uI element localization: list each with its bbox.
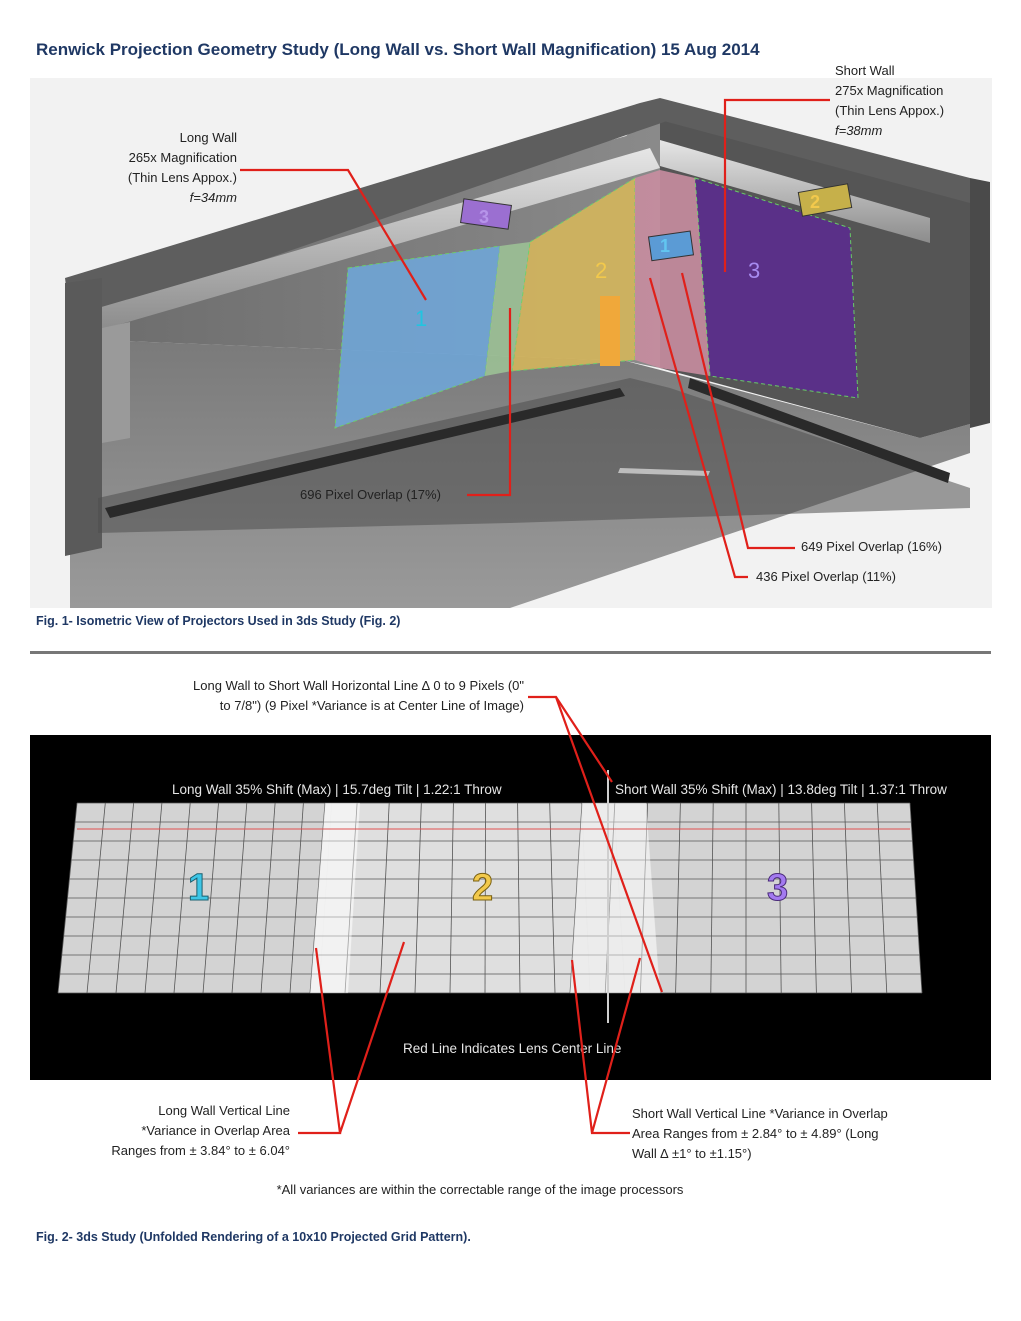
- grid-line: [778, 802, 782, 994]
- projection-1-number: 1: [415, 306, 427, 331]
- overlap-short-a-callout-line: [680, 272, 795, 550]
- overlap-short-a-label: 649 Pixel Overlap (16%): [801, 539, 942, 554]
- overlap-long-label: 696 Pixel Overlap (17%): [300, 487, 441, 502]
- long-wall-label: Long Wall 265x Magnification (Thin Lens …: [40, 128, 237, 208]
- short-wall-vertical-note-line: Short Wall Vertical Line *Variance in Ov…: [632, 1106, 888, 1121]
- projection-2-number: 2: [595, 258, 607, 283]
- short-wall-label-line: f=38mm: [835, 123, 883, 138]
- horizontal-line-note-line: Long Wall to Short Wall Horizontal Line …: [193, 678, 524, 693]
- grid-number-1: 1: [188, 867, 209, 909]
- short-wall-header: Short Wall 35% Shift (Max) | 13.8deg Til…: [615, 782, 947, 797]
- grid-line: [844, 802, 852, 994]
- projector-2-short-wall: 2: [797, 183, 853, 217]
- long-wall-label-line: (Thin Lens Appox.): [127, 170, 237, 185]
- grid-line: [289, 802, 304, 994]
- projection-3-area: [694, 177, 859, 399]
- overlap-short-b-label: 436 Pixel Overlap (11%): [756, 569, 896, 584]
- variance-footnote: *All variances are within the correctabl…: [276, 1182, 684, 1197]
- section-divider: [30, 651, 991, 654]
- short-wall-label-line: Short Wall: [835, 63, 895, 78]
- projector-1-short-wall: 1: [647, 230, 695, 262]
- overlap-short-b-callout-line: [648, 277, 748, 579]
- short-wall-label: Short Wall 275x Magnification (Thin Lens…: [835, 61, 1005, 141]
- unfolded-grid-render: Long Wall 35% Shift (Max) | 15.7deg Tilt…: [30, 735, 991, 1080]
- fig1-caption: Fig. 1- Isometric View of Projectors Use…: [36, 614, 401, 628]
- lens-center-note: Red Line Indicates Lens Center Line: [403, 1041, 621, 1056]
- svg-text:1: 1: [660, 236, 670, 256]
- grid-line: [549, 802, 556, 994]
- grid-line: [876, 802, 888, 994]
- grid-number-3: 3: [767, 867, 788, 909]
- overlap-zone: [570, 803, 660, 993]
- grid-line: [260, 802, 276, 994]
- isometric-room-render: 3 1 2 1 2 3: [30, 78, 992, 608]
- short-wall-vertical-note-line: Wall ∆ ±1° to ±1.15°): [632, 1146, 752, 1161]
- long-wall-label-line: f=34mm: [189, 190, 237, 205]
- projector-3-long-wall: 3: [459, 198, 513, 230]
- long-wall-vertical-note: Long Wall Vertical Line *Variance in Ove…: [60, 1101, 290, 1161]
- short-wall-label-line: (Thin Lens Appox.): [835, 103, 945, 118]
- long-wall-vertical-note-line: *Variance in Overlap Area: [141, 1123, 290, 1138]
- short-wall-vertical-note-line: Area Ranges from ± 2.84° to ± 4.89° (Lon…: [632, 1126, 879, 1141]
- grid-line: [231, 802, 248, 994]
- page-title: Renwick Projection Geometry Study (Long …: [36, 40, 760, 59]
- overlap-long-callout-line: [467, 308, 512, 497]
- grid-line: [811, 802, 817, 994]
- long-wall-callout-line: [240, 168, 427, 301]
- projection-1-area: [334, 245, 501, 429]
- projection-3-number: 3: [748, 258, 760, 283]
- grid-line: [909, 802, 923, 994]
- grid-line: [517, 802, 521, 994]
- short-wall-vertical-note: Short Wall Vertical Line *Variance in Ov…: [632, 1104, 972, 1164]
- long-wall-vertical-note-line: Ranges from ± 3.84° to ± 6.04°: [111, 1143, 290, 1158]
- grid-number-2: 2: [472, 867, 493, 909]
- long-wall-vertical-note-line: Long Wall Vertical Line: [158, 1103, 290, 1118]
- fig2-caption: Fig. 2- 3ds Study (Unfolded Rendering of…: [36, 1230, 471, 1244]
- door: [600, 296, 620, 366]
- long-wall-label-line: 265x Magnification: [128, 150, 237, 165]
- short-wall-callout-line: [723, 98, 830, 272]
- horizontal-line-note: Long Wall to Short Wall Horizontal Line …: [100, 676, 524, 716]
- short-wall-label-line: 275x Magnification: [835, 83, 944, 98]
- svg-text:3: 3: [479, 207, 489, 227]
- svg-text:2: 2: [810, 192, 820, 212]
- long-wall-label-line: Long Wall: [179, 130, 237, 145]
- horizontal-line-note-line: to 7/8") (9 Pixel *Variance is at Center…: [219, 698, 524, 713]
- long-wall-header: Long Wall 35% Shift (Max) | 15.7deg Tilt…: [172, 782, 502, 797]
